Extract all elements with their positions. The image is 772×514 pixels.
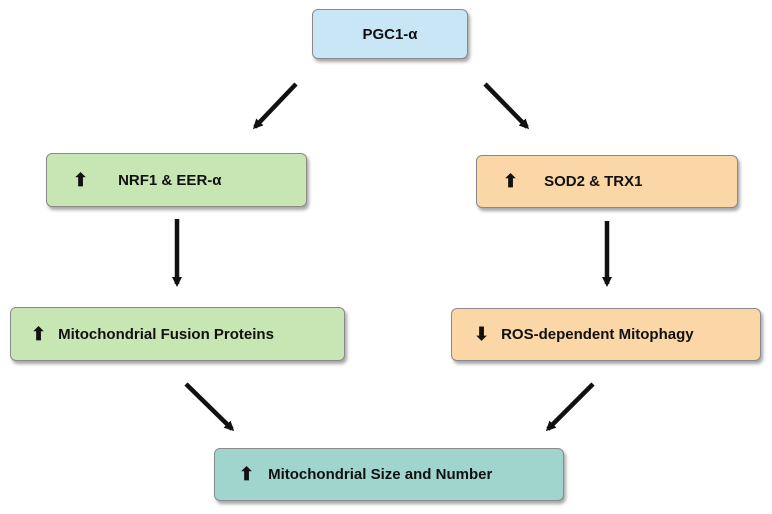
- node-label: Mitochondrial Size and Number: [268, 466, 493, 483]
- node-sod2-trx1: ⬆ SOD2 & TRX1: [476, 155, 738, 208]
- node-label: NRF1 & EER-α: [118, 171, 222, 189]
- up-arrow-icon: ⬆: [31, 323, 47, 344]
- node-label: ROS-dependent Mitophagy: [501, 326, 694, 343]
- node-label: Mitochondrial Fusion Proteins: [58, 325, 274, 343]
- up-arrow-icon: ⬆: [239, 464, 255, 484]
- up-arrow-icon: ⬆: [73, 169, 89, 190]
- node-pgc1-alpha: PGC1-α: [312, 9, 468, 59]
- down-arrow-icon: ⬇: [474, 324, 490, 344]
- up-arrow-icon: ⬆: [503, 171, 519, 191]
- node-ros-dependent-mitophagy: ⬇ ROS-dependent Mitophagy: [451, 308, 761, 361]
- node-label: PGC1-α: [362, 25, 418, 43]
- edge-right-2-to-bottom: [545, 382, 595, 432]
- node-mitochondrial-fusion-proteins: ⬆ Mitochondrial Fusion Proteins: [10, 307, 345, 361]
- edge-top-to-left-1: [252, 82, 298, 130]
- node-mitochondrial-size-number: ⬆ Mitochondrial Size and Number: [214, 448, 564, 501]
- edge-top-to-right-1: [483, 82, 530, 130]
- node-label: SOD2 & TRX1: [544, 173, 643, 190]
- node-nrf1-eer-alpha: ⬆ NRF1 & EER-α: [46, 153, 307, 207]
- edge-left-2-to-bottom: [184, 382, 235, 432]
